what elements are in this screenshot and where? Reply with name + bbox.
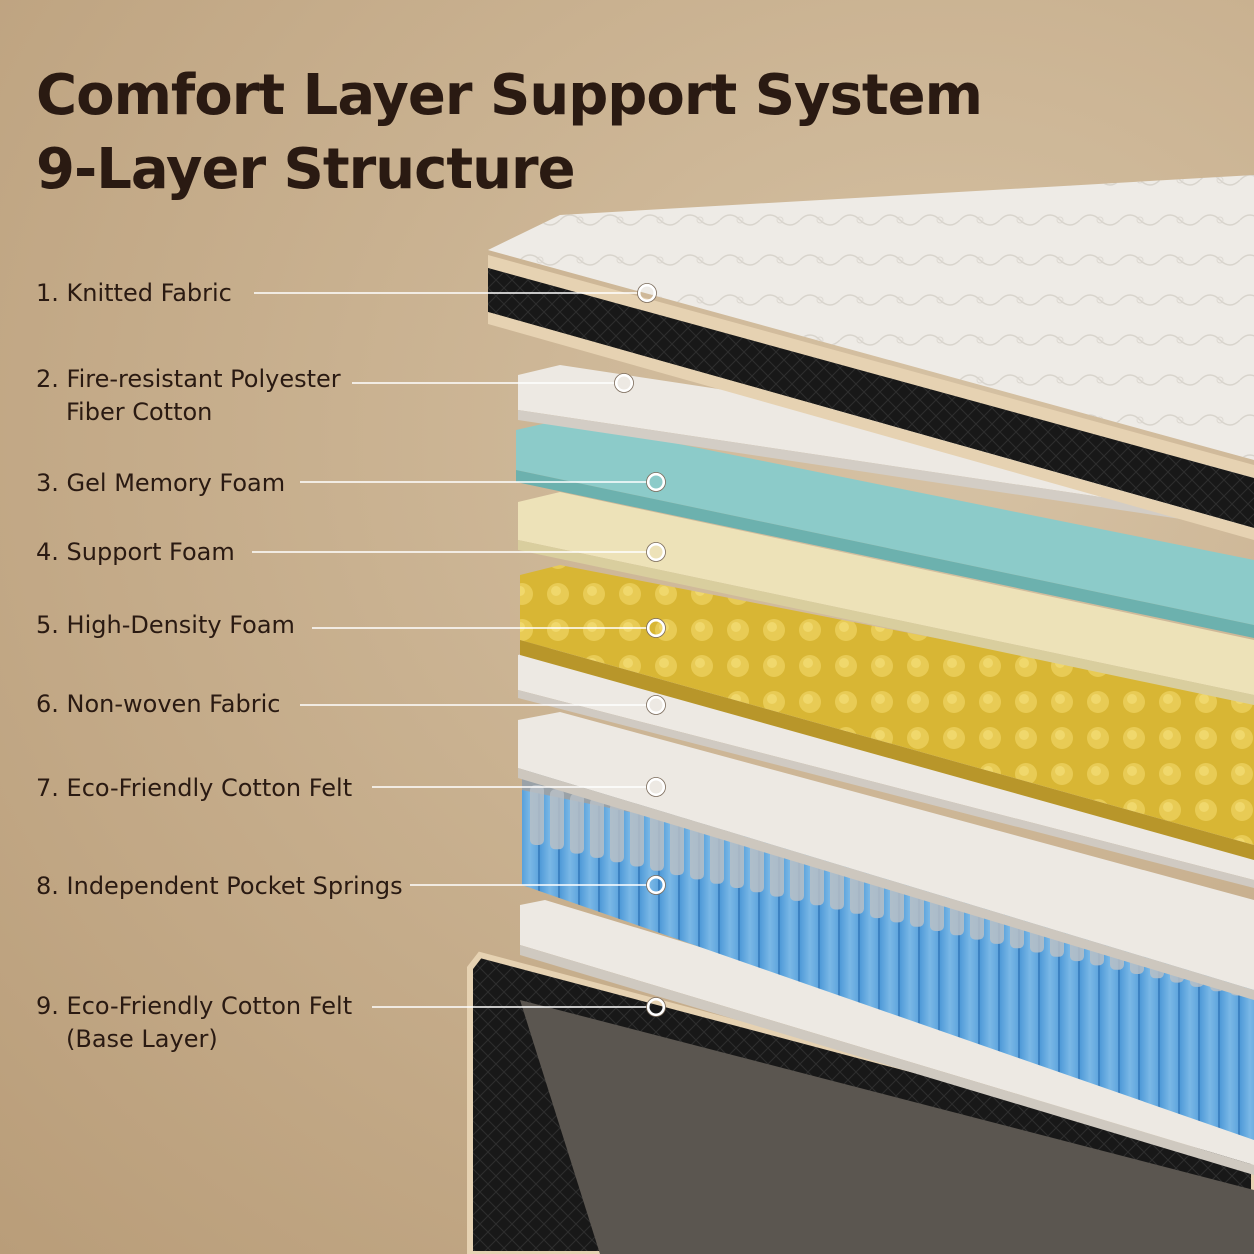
layer-label-text: 3. Gel Memory Foam bbox=[36, 469, 286, 497]
layer-label-text: 5. High-Density Foam bbox=[36, 611, 295, 639]
leader-dot-outline bbox=[646, 875, 666, 895]
non-woven-fabric-edge bbox=[518, 690, 1254, 888]
layer-label-7: 7. Eco-Friendly Cotton Felt bbox=[36, 772, 352, 805]
cotton-felt-7-edge bbox=[518, 768, 1254, 1000]
layer-label-text: 8. Independent Pocket Springs bbox=[36, 872, 403, 900]
leader-dot-outline bbox=[646, 472, 666, 492]
leader-dot-outline bbox=[637, 283, 657, 303]
layer-label-9: 9. Eco-Friendly Cotton Felt (Base Layer) bbox=[36, 990, 352, 1056]
support-foam-layer bbox=[518, 492, 1254, 695]
layer-label-3: 3. Gel Memory Foam bbox=[36, 467, 285, 500]
leader-dot-3 bbox=[646, 472, 666, 492]
knitted-fabric-black-border bbox=[488, 268, 1254, 528]
spring-coil bbox=[650, 810, 664, 871]
layer-label-1: 1. Knitted Fabric bbox=[36, 277, 232, 310]
leader-dot-4 bbox=[646, 542, 666, 562]
spring-coil bbox=[570, 793, 584, 854]
fiber-cotton-edge bbox=[518, 410, 1254, 530]
leader-dot-2 bbox=[614, 373, 634, 393]
leader-dot-8 bbox=[646, 875, 666, 895]
layer-label-8: 8. Independent Pocket Springs bbox=[36, 870, 403, 903]
leader-dot-outline bbox=[646, 542, 666, 562]
base-felt-layer bbox=[520, 900, 1254, 1165]
leader-dot-5 bbox=[646, 618, 666, 638]
base-box-inner bbox=[520, 1000, 1254, 1254]
layer-label-text: 7. Eco-Friendly Cotton Felt bbox=[36, 774, 353, 802]
leader-dot-outline bbox=[614, 373, 634, 393]
layer-label-4: 4. Support Foam bbox=[36, 536, 235, 569]
layer-label-text: 6. Non-woven Fabric bbox=[36, 690, 281, 718]
leader-dot-outline bbox=[646, 777, 666, 797]
spring-coil bbox=[690, 819, 704, 880]
gel-memory-foam-layer bbox=[516, 420, 1254, 625]
leader-dot-9 bbox=[646, 997, 666, 1017]
high-density-foam-layer bbox=[520, 565, 1254, 845]
layer-label-text: 1. Knitted Fabric bbox=[36, 279, 232, 307]
page-title: Comfort Layer Support System bbox=[36, 63, 983, 128]
spring-coil bbox=[630, 806, 644, 867]
support-foam-edge bbox=[518, 540, 1254, 705]
leader-dot-7 bbox=[646, 777, 666, 797]
spring-coil bbox=[610, 802, 624, 863]
leader-dot-outline bbox=[646, 695, 666, 715]
spring-coil bbox=[530, 785, 544, 845]
cotton-felt-layer-7 bbox=[518, 712, 1254, 990]
knitted-fabric-piping-top bbox=[488, 255, 1254, 478]
base-felt-edge bbox=[520, 945, 1254, 1175]
layer-label-text: 2. Fire-resistant Polyester bbox=[36, 365, 341, 393]
layer-label-6: 6. Non-woven Fabric bbox=[36, 688, 280, 721]
layer-label-text: 9. Eco-Friendly Cotton Felt bbox=[36, 992, 353, 1020]
layer-label-text-line2: Fiber Cotton bbox=[66, 398, 213, 426]
gel-memory-foam-edge bbox=[516, 470, 1254, 638]
layer-label-text: 4. Support Foam bbox=[36, 538, 235, 566]
page-subtitle: 9-Layer Structure bbox=[36, 137, 576, 202]
knitted-fabric-quilt bbox=[488, 175, 1254, 460]
spring-coil bbox=[590, 797, 604, 858]
high-density-foam-edge bbox=[520, 640, 1254, 860]
knitted-fabric-piping-bottom bbox=[488, 312, 1254, 540]
leader-dot-outline bbox=[646, 997, 666, 1017]
spring-coil bbox=[670, 815, 684, 876]
spring-coil bbox=[550, 789, 564, 850]
pocket-springs-front bbox=[522, 780, 1254, 1140]
leader-dot-1 bbox=[637, 283, 657, 303]
leader-dot-6 bbox=[646, 695, 666, 715]
layer-label-text-line2: (Base Layer) bbox=[66, 1025, 218, 1053]
leader-dot-outline bbox=[646, 618, 666, 638]
layer-label-5: 5. High-Density Foam bbox=[36, 609, 295, 642]
